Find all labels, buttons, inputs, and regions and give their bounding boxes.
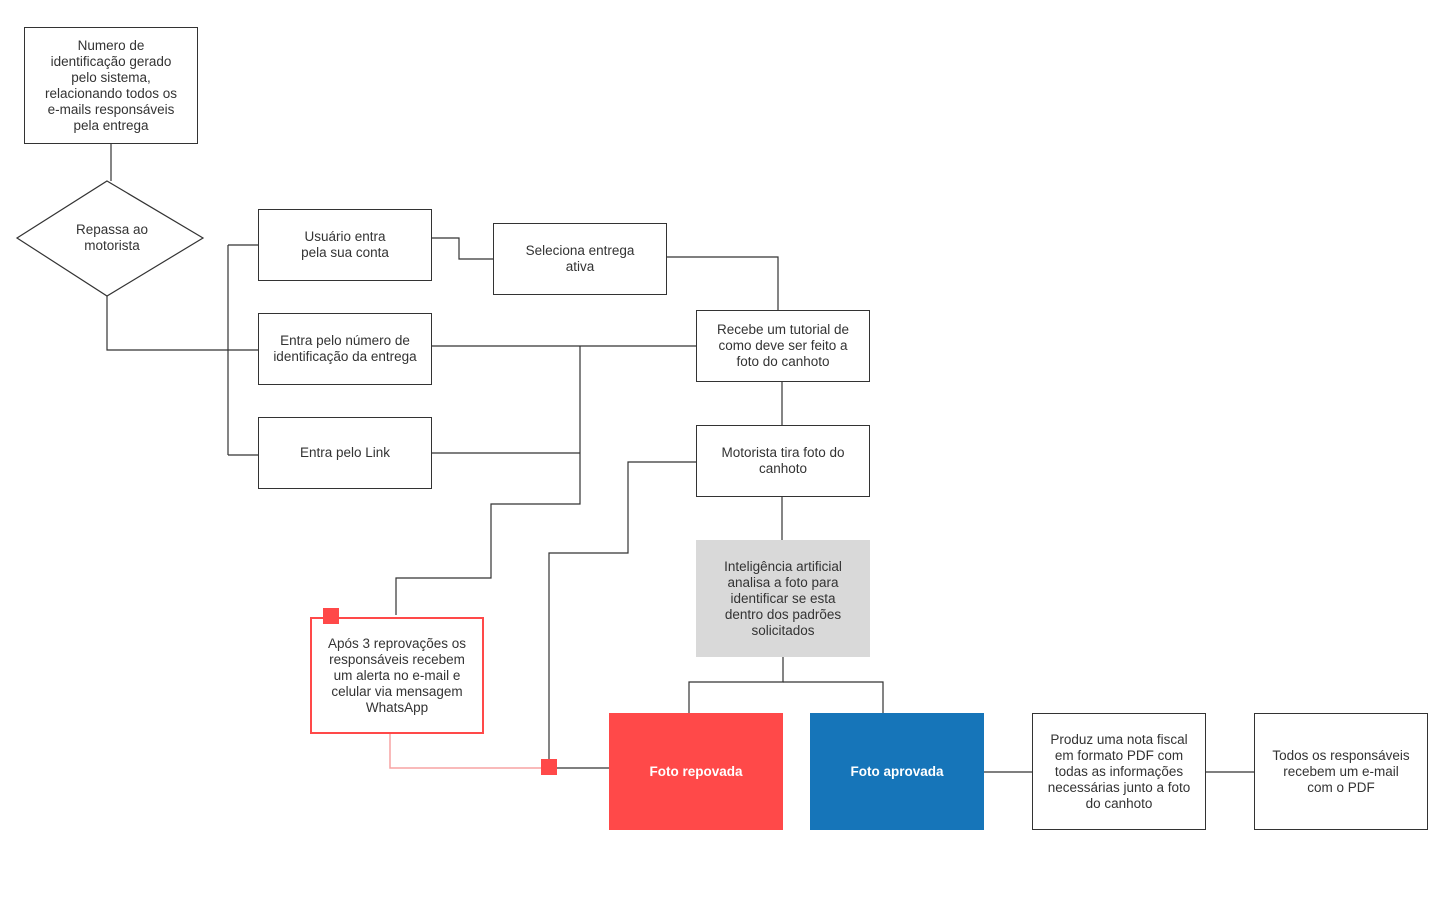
- alert-marker-top: [323, 608, 339, 624]
- ai-analysis-box: Inteligência artificial analisa a foto p…: [696, 540, 870, 657]
- enter-id-box: Entra pelo número de identificação da en…: [258, 313, 432, 385]
- pass-driver-label: Repassa ao motorista: [75, 222, 149, 253]
- enter-link-box: Entra pelo Link: [258, 417, 432, 489]
- decision-diamond: [15, 180, 205, 297]
- photo-rejected-box: Foto repovada: [609, 713, 783, 830]
- connector-ai-split: [688, 657, 784, 713]
- connector-select-to-tutorial: [666, 256, 779, 311]
- alert-marker-link: [541, 759, 557, 775]
- connector-user-to-select: [431, 237, 494, 260]
- connector-alert-link: [389, 733, 541, 769]
- alert-box: Após 3 reprovações os responsáveis receb…: [310, 617, 484, 734]
- all-receive-box: Todos os responsáveis recebem um e-mail …: [1254, 713, 1428, 830]
- user-login-box: Usuário entra pela sua conta: [258, 209, 432, 281]
- select-delivery-box: Seleciona entrega ativa: [493, 223, 667, 295]
- take-photo-box: Motorista tira foto do canhoto: [696, 425, 870, 497]
- connector-diamond-to-branch: [106, 296, 259, 351]
- id-number-box: Numero de identificação gerado pelo sist…: [24, 27, 198, 144]
- connector-photo-retry: [548, 461, 697, 760]
- connector-merge-vertical: [395, 346, 581, 615]
- invoice-box: Produz uma nota fiscal em formato PDF co…: [1032, 713, 1206, 830]
- photo-approved-box: Foto aprovada: [810, 713, 984, 830]
- tutorial-box: Recebe um tutorial de como deve ser feit…: [696, 310, 870, 382]
- connector-ai-to-approved: [783, 681, 884, 713]
